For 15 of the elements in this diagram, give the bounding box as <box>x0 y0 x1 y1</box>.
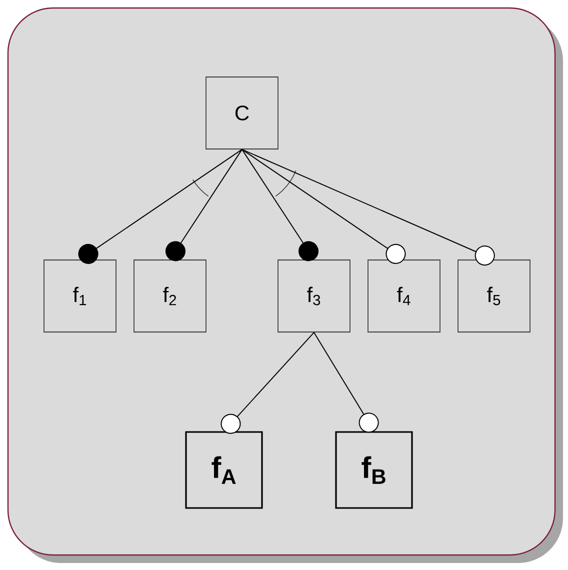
feature-box: f$_{2}$ <box>134 260 206 332</box>
feature-box: f$_{A}$ <box>185 431 263 509</box>
feature-box: f$_{1}$ <box>44 260 116 332</box>
feature-box: f$_{5}$ <box>458 260 530 332</box>
connector <box>242 148 495 266</box>
feature-box: f$_{B}$ <box>335 431 413 509</box>
connector <box>242 148 406 264</box>
connector <box>242 148 319 262</box>
feature-box: C <box>206 76 278 150</box>
connector <box>165 148 242 262</box>
feature-box: f$_{3}$ <box>278 260 350 332</box>
feature-box: f$_{4}$ <box>368 260 440 332</box>
connector <box>314 332 379 433</box>
connector <box>220 332 314 434</box>
connector <box>78 148 242 264</box>
